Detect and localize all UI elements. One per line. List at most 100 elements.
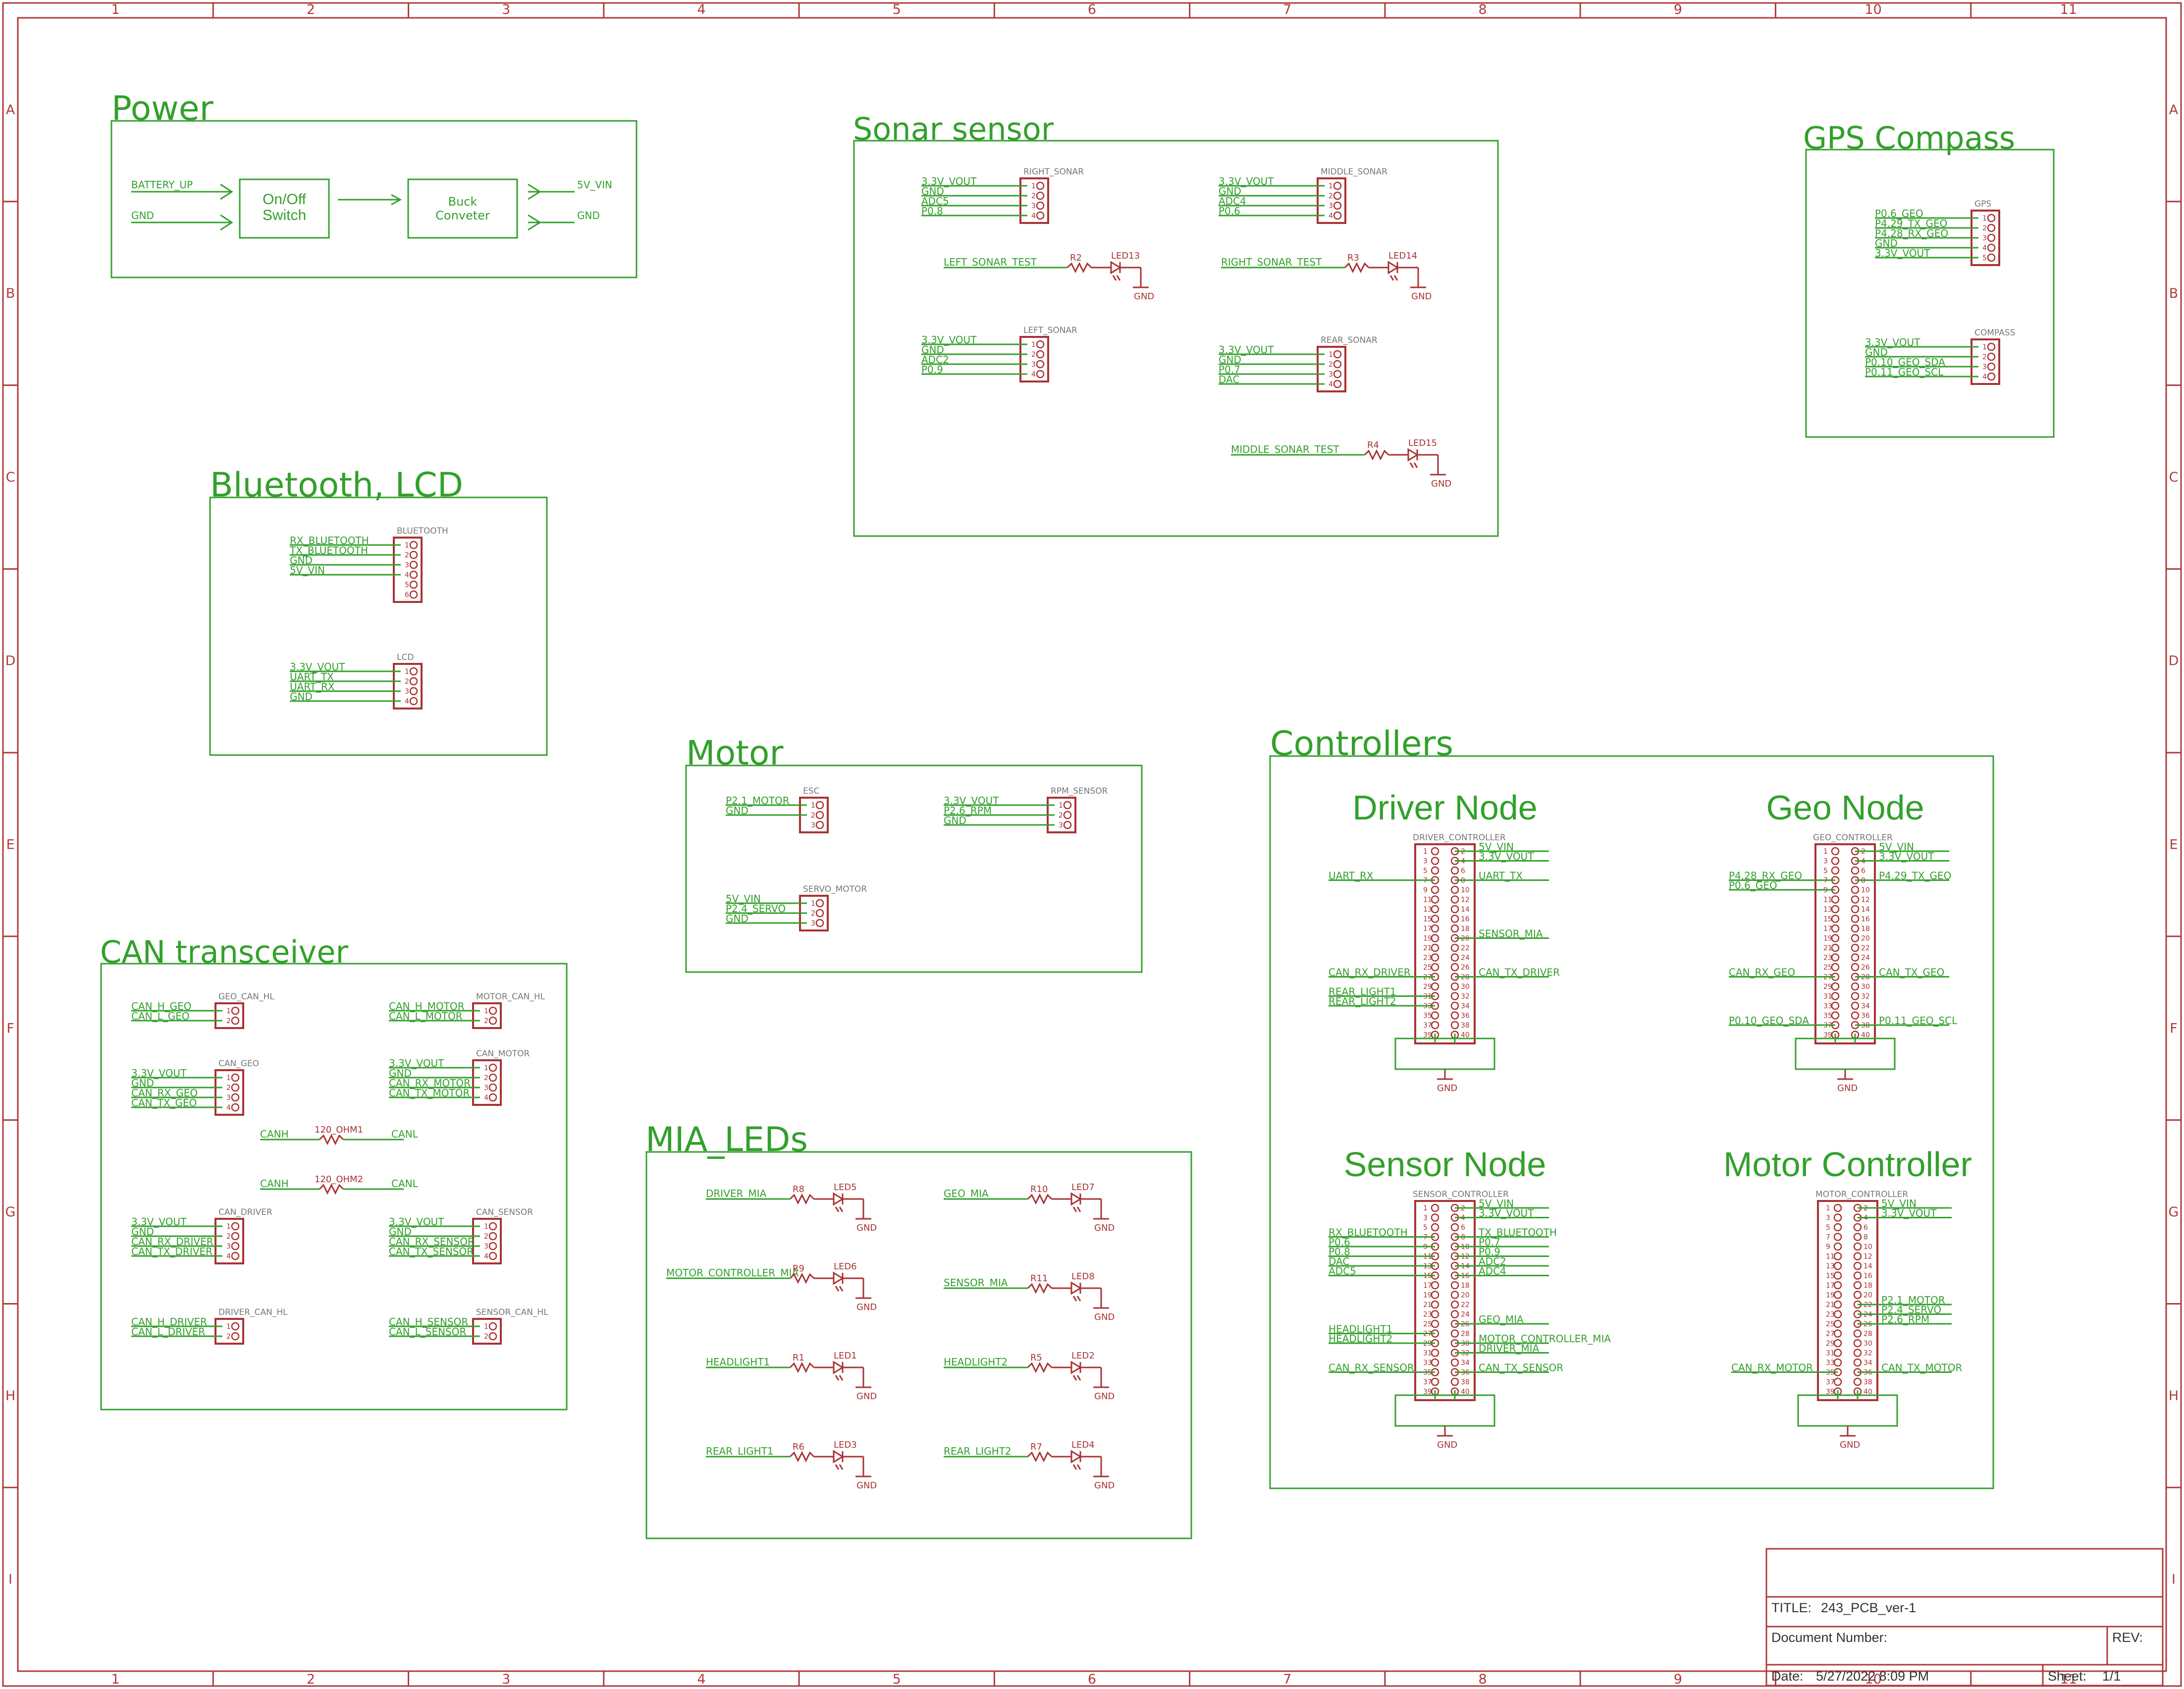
frame-row-label: F <box>6 1021 14 1036</box>
net-label: LEFT_SONAR_TEST <box>944 256 1037 268</box>
pin-number: 38 <box>1461 1378 1470 1386</box>
pin-number: 29 <box>1823 983 1832 991</box>
document-number-label: Document Number: <box>1771 1630 1887 1645</box>
net-label: GEO_MIA <box>944 1188 989 1199</box>
pin-number: 28 <box>1461 1330 1470 1338</box>
net-label: CAN_TX_SENSOR <box>1479 1362 1563 1374</box>
pin-number: 3 <box>226 1243 231 1251</box>
pin-number: 24 <box>1861 954 1870 962</box>
net-label: P0.9 <box>921 364 943 376</box>
pin-number: 23 <box>1823 954 1832 962</box>
frame-column-label: 7 <box>1283 2 1291 17</box>
pin-number: 2 <box>484 1017 488 1025</box>
pin-number: 21 <box>1423 1301 1432 1309</box>
part-name: SENSOR_CONTROLLER <box>1413 1190 1509 1199</box>
frame-row-label: G <box>5 1204 16 1220</box>
frame-column-label: 10 <box>1864 1672 1881 1687</box>
pin-number: 31 <box>1826 1350 1835 1358</box>
net-label: P0.6 <box>1329 1236 1350 1248</box>
net-label: RIGHT_SONAR_TEST <box>1221 256 1322 268</box>
pin-number: 6 <box>1461 867 1465 875</box>
net-label: P2.1_MOTOR <box>726 795 790 807</box>
ground-label: GND <box>1431 479 1451 489</box>
pin-number: 30 <box>1864 1340 1872 1348</box>
pin-number: 10 <box>1461 886 1470 894</box>
pin-number: 35 <box>1823 1012 1832 1020</box>
net-label: P0.6_GEO <box>1729 879 1777 891</box>
net-label: 5V_VIN <box>1479 1198 1514 1209</box>
part-name: BLUETOOTH <box>397 526 448 536</box>
net-label: CAN_RX_GEO <box>131 1087 198 1099</box>
net-label: P0.7 <box>1479 1236 1500 1248</box>
frame-column-label: 3 <box>502 2 510 17</box>
pin-number: 4 <box>1329 212 1333 220</box>
ground-label: GND <box>1094 1223 1115 1233</box>
pin-number: 2 <box>1982 224 1987 232</box>
net-label: CAN_H_GEO <box>131 1000 192 1012</box>
section-title-gps: GPS Compass <box>1803 120 2015 156</box>
net-label: CAN_TX_GEO <box>1879 967 1944 979</box>
pin-number: 18 <box>1864 1282 1872 1290</box>
pin-number: 3 <box>405 561 409 569</box>
pin-number: 10 <box>1861 886 1870 894</box>
ground-label: GND <box>856 1223 877 1233</box>
pin-number: 24 <box>1461 954 1470 962</box>
pin-number: 39 <box>1423 1032 1432 1039</box>
pin-number: 1 <box>226 1323 231 1331</box>
ground-label: GND <box>1094 1312 1115 1322</box>
pin-number: 1 <box>226 1007 231 1015</box>
pin-number: 11 <box>1423 896 1432 904</box>
sonar-section: Sonar sensor <box>853 111 1499 537</box>
net-label: 3.3V_VOUT <box>389 1057 444 1069</box>
pin-number: 32 <box>1861 993 1870 1001</box>
pin-number: 25 <box>1826 1320 1835 1328</box>
controller-title: Sensor Node <box>1344 1145 1546 1184</box>
pin-number: 31 <box>1823 993 1832 1001</box>
pin-number: 21 <box>1826 1301 1835 1309</box>
connector-can-driver: CAN_DRIVER13.3V_VOUT2GND3CAN_RX_DRIVER4C… <box>131 1207 272 1264</box>
net-label: GND <box>1219 185 1241 197</box>
frame-column-label: 5 <box>893 2 901 17</box>
net-label: REAR_LIGHT2 <box>1329 995 1396 1007</box>
frame-row-label: C <box>2169 470 2179 485</box>
pin-number: 33 <box>1826 1359 1835 1367</box>
net-label: ADC4 <box>1219 195 1246 207</box>
net-label: TX_BLUETOOTH <box>289 545 368 556</box>
pin-number: 1 <box>484 1064 488 1072</box>
pin-number: 13 <box>1826 1262 1835 1270</box>
net-label: GND <box>921 185 944 197</box>
motor-section: Motor <box>685 734 1143 973</box>
net-label: GND <box>290 691 313 703</box>
pin-number: 3 <box>1329 371 1333 379</box>
net-label: CAN_TX_MOTOR <box>1881 1362 1962 1374</box>
pin-number: 4 <box>484 1094 488 1102</box>
section-title-motor: Motor <box>686 734 784 773</box>
pin-number: 23 <box>1826 1311 1835 1319</box>
drawing-title: 243_PCB_ver-1 <box>1821 1600 1916 1615</box>
net-label: P2.1_MOTOR <box>1881 1294 1945 1306</box>
net-label: HEADLIGHT1 <box>1329 1323 1392 1335</box>
net-label: P0.11_GEO_SCL <box>1879 1015 1958 1027</box>
ground-label: GND <box>856 1391 877 1402</box>
pin-number: 3 <box>1982 363 1987 371</box>
part-name: RPM_SENSOR <box>1051 786 1108 796</box>
pin-number: 2 <box>811 812 815 819</box>
pin-number: 1 <box>484 1323 488 1331</box>
led-label: LED2 <box>1071 1351 1095 1361</box>
frame-row-label: H <box>2169 1388 2179 1404</box>
title-block: TITLE: 243_PCB_ver-1 Document Number: RE… <box>1765 1548 2164 1687</box>
pin-number: 11 <box>1823 896 1832 904</box>
pin-number: 20 <box>1864 1292 1872 1300</box>
resistor-label: R2 <box>1070 253 1082 263</box>
pin-number: 22 <box>1461 944 1470 952</box>
resistor-label: R5 <box>1030 1353 1042 1363</box>
net-label: SENSOR_MIA <box>1479 928 1543 940</box>
frame-row-label: D <box>5 654 16 669</box>
net-label: UART_RX <box>290 681 335 693</box>
